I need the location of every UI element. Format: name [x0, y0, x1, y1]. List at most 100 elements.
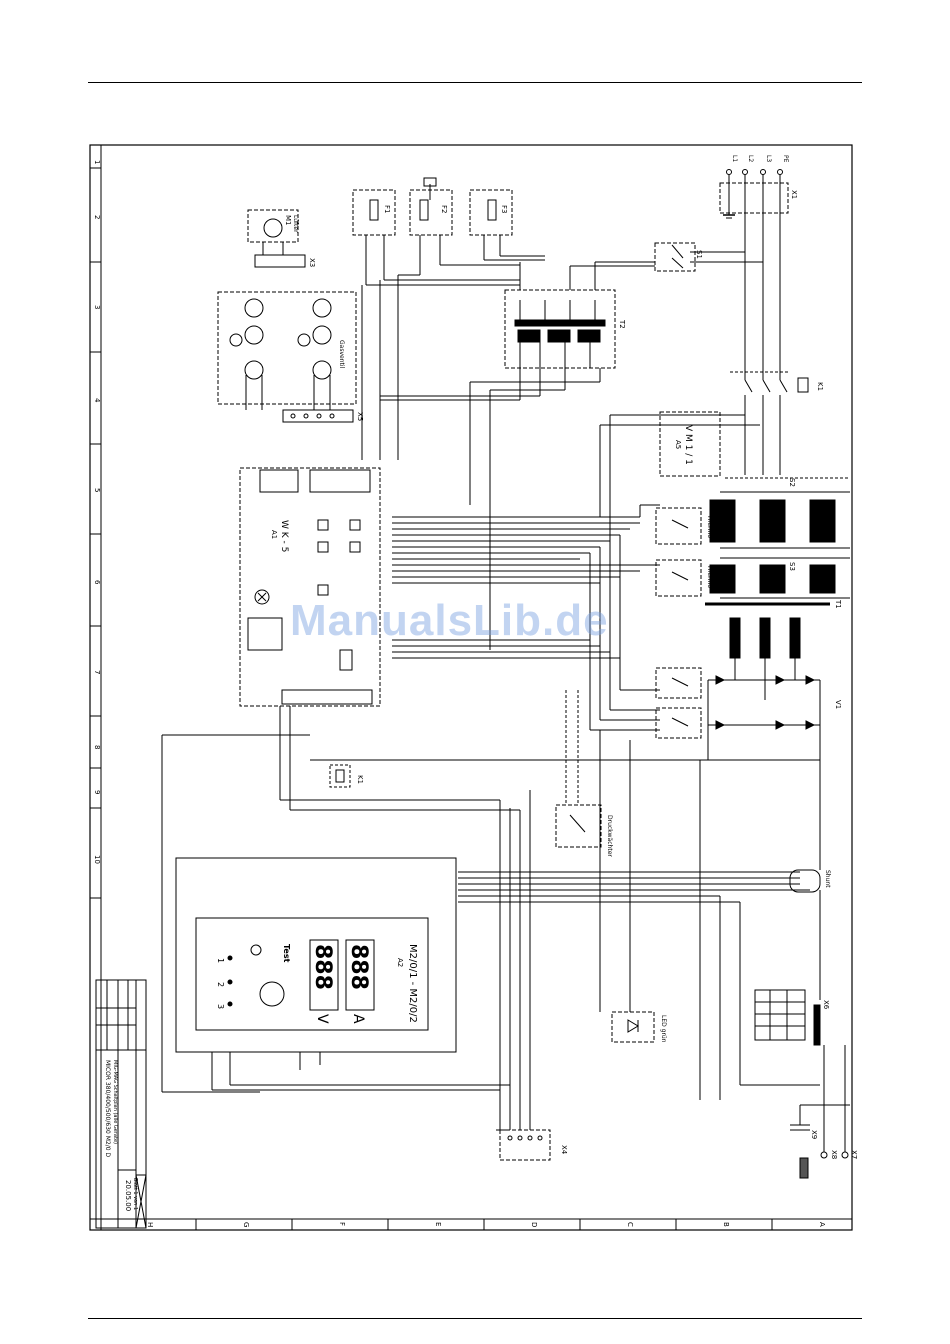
title-block	[95, 979, 147, 1229]
label-x7: X7	[850, 1150, 858, 1159]
border-column-number: 10	[93, 855, 101, 864]
label-s2: S2	[788, 478, 796, 487]
watermark: ManualsLib.de	[290, 596, 609, 645]
label-x5: X5	[356, 412, 364, 421]
terminal-x5	[282, 409, 354, 423]
fuses-f1-f3	[352, 177, 545, 286]
label-l2: L2	[747, 155, 754, 162]
display-digits-lower: 888	[346, 944, 371, 990]
control-transformer-t2	[504, 261, 655, 369]
title-line-1: MICOR 380/400/500/630 M2/0 D	[104, 1060, 111, 1157]
label-f1: F1	[383, 205, 391, 213]
border-column-number: 4	[93, 398, 101, 403]
mode-1: 1	[216, 958, 225, 963]
display-unit-v: V	[314, 1014, 330, 1024]
mains-terminals-x1	[719, 169, 789, 380]
border-row-letter: E	[434, 1222, 442, 1226]
label-f2: F2	[440, 205, 448, 213]
wk5-ref: A1	[270, 530, 278, 539]
contactor-k1-main	[730, 371, 809, 475]
border-row-letter: B	[722, 1222, 730, 1227]
label-thermo-1: Thermo	[706, 514, 713, 538]
label-f3: F3	[500, 205, 508, 213]
label-fan: Lüfter	[292, 215, 299, 233]
led-h1	[611, 1011, 655, 1043]
label-x8: X8	[830, 1150, 838, 1159]
label-s3: S3	[788, 562, 796, 571]
label-t1: T1	[834, 599, 842, 609]
label-fan-motor: M1	[284, 215, 292, 226]
label-l1: L1	[731, 155, 738, 162]
display-board-wiring	[211, 706, 820, 1130]
border-column-number: 3	[93, 305, 101, 309]
main-current-path	[161, 734, 821, 1093]
mode-3: 3	[216, 1004, 225, 1009]
border-column-number: 2	[93, 215, 101, 219]
shunt-and-outputs	[754, 869, 850, 1179]
connector-x4	[496, 1129, 551, 1161]
label-t2: T2	[618, 319, 626, 329]
label-x6: X6	[822, 1000, 830, 1010]
label-pe: PE	[782, 155, 789, 163]
pressure-switch-b1	[555, 690, 602, 848]
vm-label: V M 1 / 1	[683, 425, 693, 465]
wk5-label: W K - 5	[279, 520, 289, 552]
border-row-letter: H	[146, 1222, 154, 1227]
mode-2: 2	[216, 982, 225, 987]
border-column-number: 9	[93, 790, 101, 794]
label-shunt: Shunt	[824, 870, 831, 888]
m20-display-board	[175, 857, 457, 1053]
border-row-letter: A	[818, 1222, 826, 1227]
border-row-letter: C	[626, 1222, 634, 1227]
border-row-letter: D	[530, 1222, 538, 1227]
wk5-board	[239, 467, 381, 707]
border-column-number: 5	[93, 488, 101, 492]
label-k1-relay: K1	[356, 775, 364, 784]
title-date: 20.05.00	[124, 1180, 132, 1211]
relay-k1	[329, 764, 351, 788]
label-led: LED grün	[660, 1015, 667, 1043]
label-v1: V1	[834, 700, 842, 709]
bottom-rule	[88, 1318, 862, 1319]
label-l3: L3	[765, 155, 772, 162]
label-x9: X9	[810, 1130, 818, 1139]
gas-valves-block	[217, 291, 357, 410]
display-board-label: M2/0/1 - M2/0/2	[407, 944, 418, 1023]
border-column-number: 8	[93, 745, 101, 749]
top-rule	[88, 82, 862, 83]
thermo-switches	[655, 507, 702, 739]
label-pressure-switch: Druckwächter	[606, 815, 613, 857]
rectifier-v1	[707, 675, 821, 760]
step-switch-s2	[709, 477, 850, 549]
display-board-ref: A2	[396, 958, 404, 967]
title-sheet: Blatt 1 von 1	[132, 1178, 138, 1210]
border-row-letter: G	[242, 1222, 250, 1227]
drawing-frame	[89, 144, 853, 1231]
label-x3: X3	[308, 258, 316, 267]
label-k1-main: K1	[816, 382, 824, 391]
label-x4: X4	[560, 1145, 568, 1155]
step-switch-s3	[709, 557, 850, 599]
display-digits-upper: 888	[310, 944, 335, 990]
border-column-numbers: 1 2 3 4 5 6 7 8 9 10	[93, 160, 101, 864]
wk5-output-wiring	[361, 274, 760, 731]
vm-module-a5	[659, 411, 721, 477]
main-switch-s1	[654, 242, 763, 272]
label-x1: X1	[790, 190, 798, 199]
main-transformer-t1	[705, 602, 830, 700]
label-s1: S1	[695, 250, 703, 259]
border-column-number: 7	[93, 670, 101, 674]
fan-motor-m1	[247, 209, 306, 268]
label-thermo-2: Thermo	[706, 564, 713, 588]
border-column-number: 1	[93, 160, 101, 164]
test-label: Test	[282, 944, 291, 963]
label-gas-valve: Gasventil	[338, 340, 345, 369]
border-row-letter: F	[338, 1222, 346, 1226]
title-line-2: MIG-MAG Schaltplan (alle Geräte)	[112, 1060, 118, 1144]
border-column-number: 6	[93, 580, 101, 585]
display-unit-a: A	[350, 1014, 366, 1024]
